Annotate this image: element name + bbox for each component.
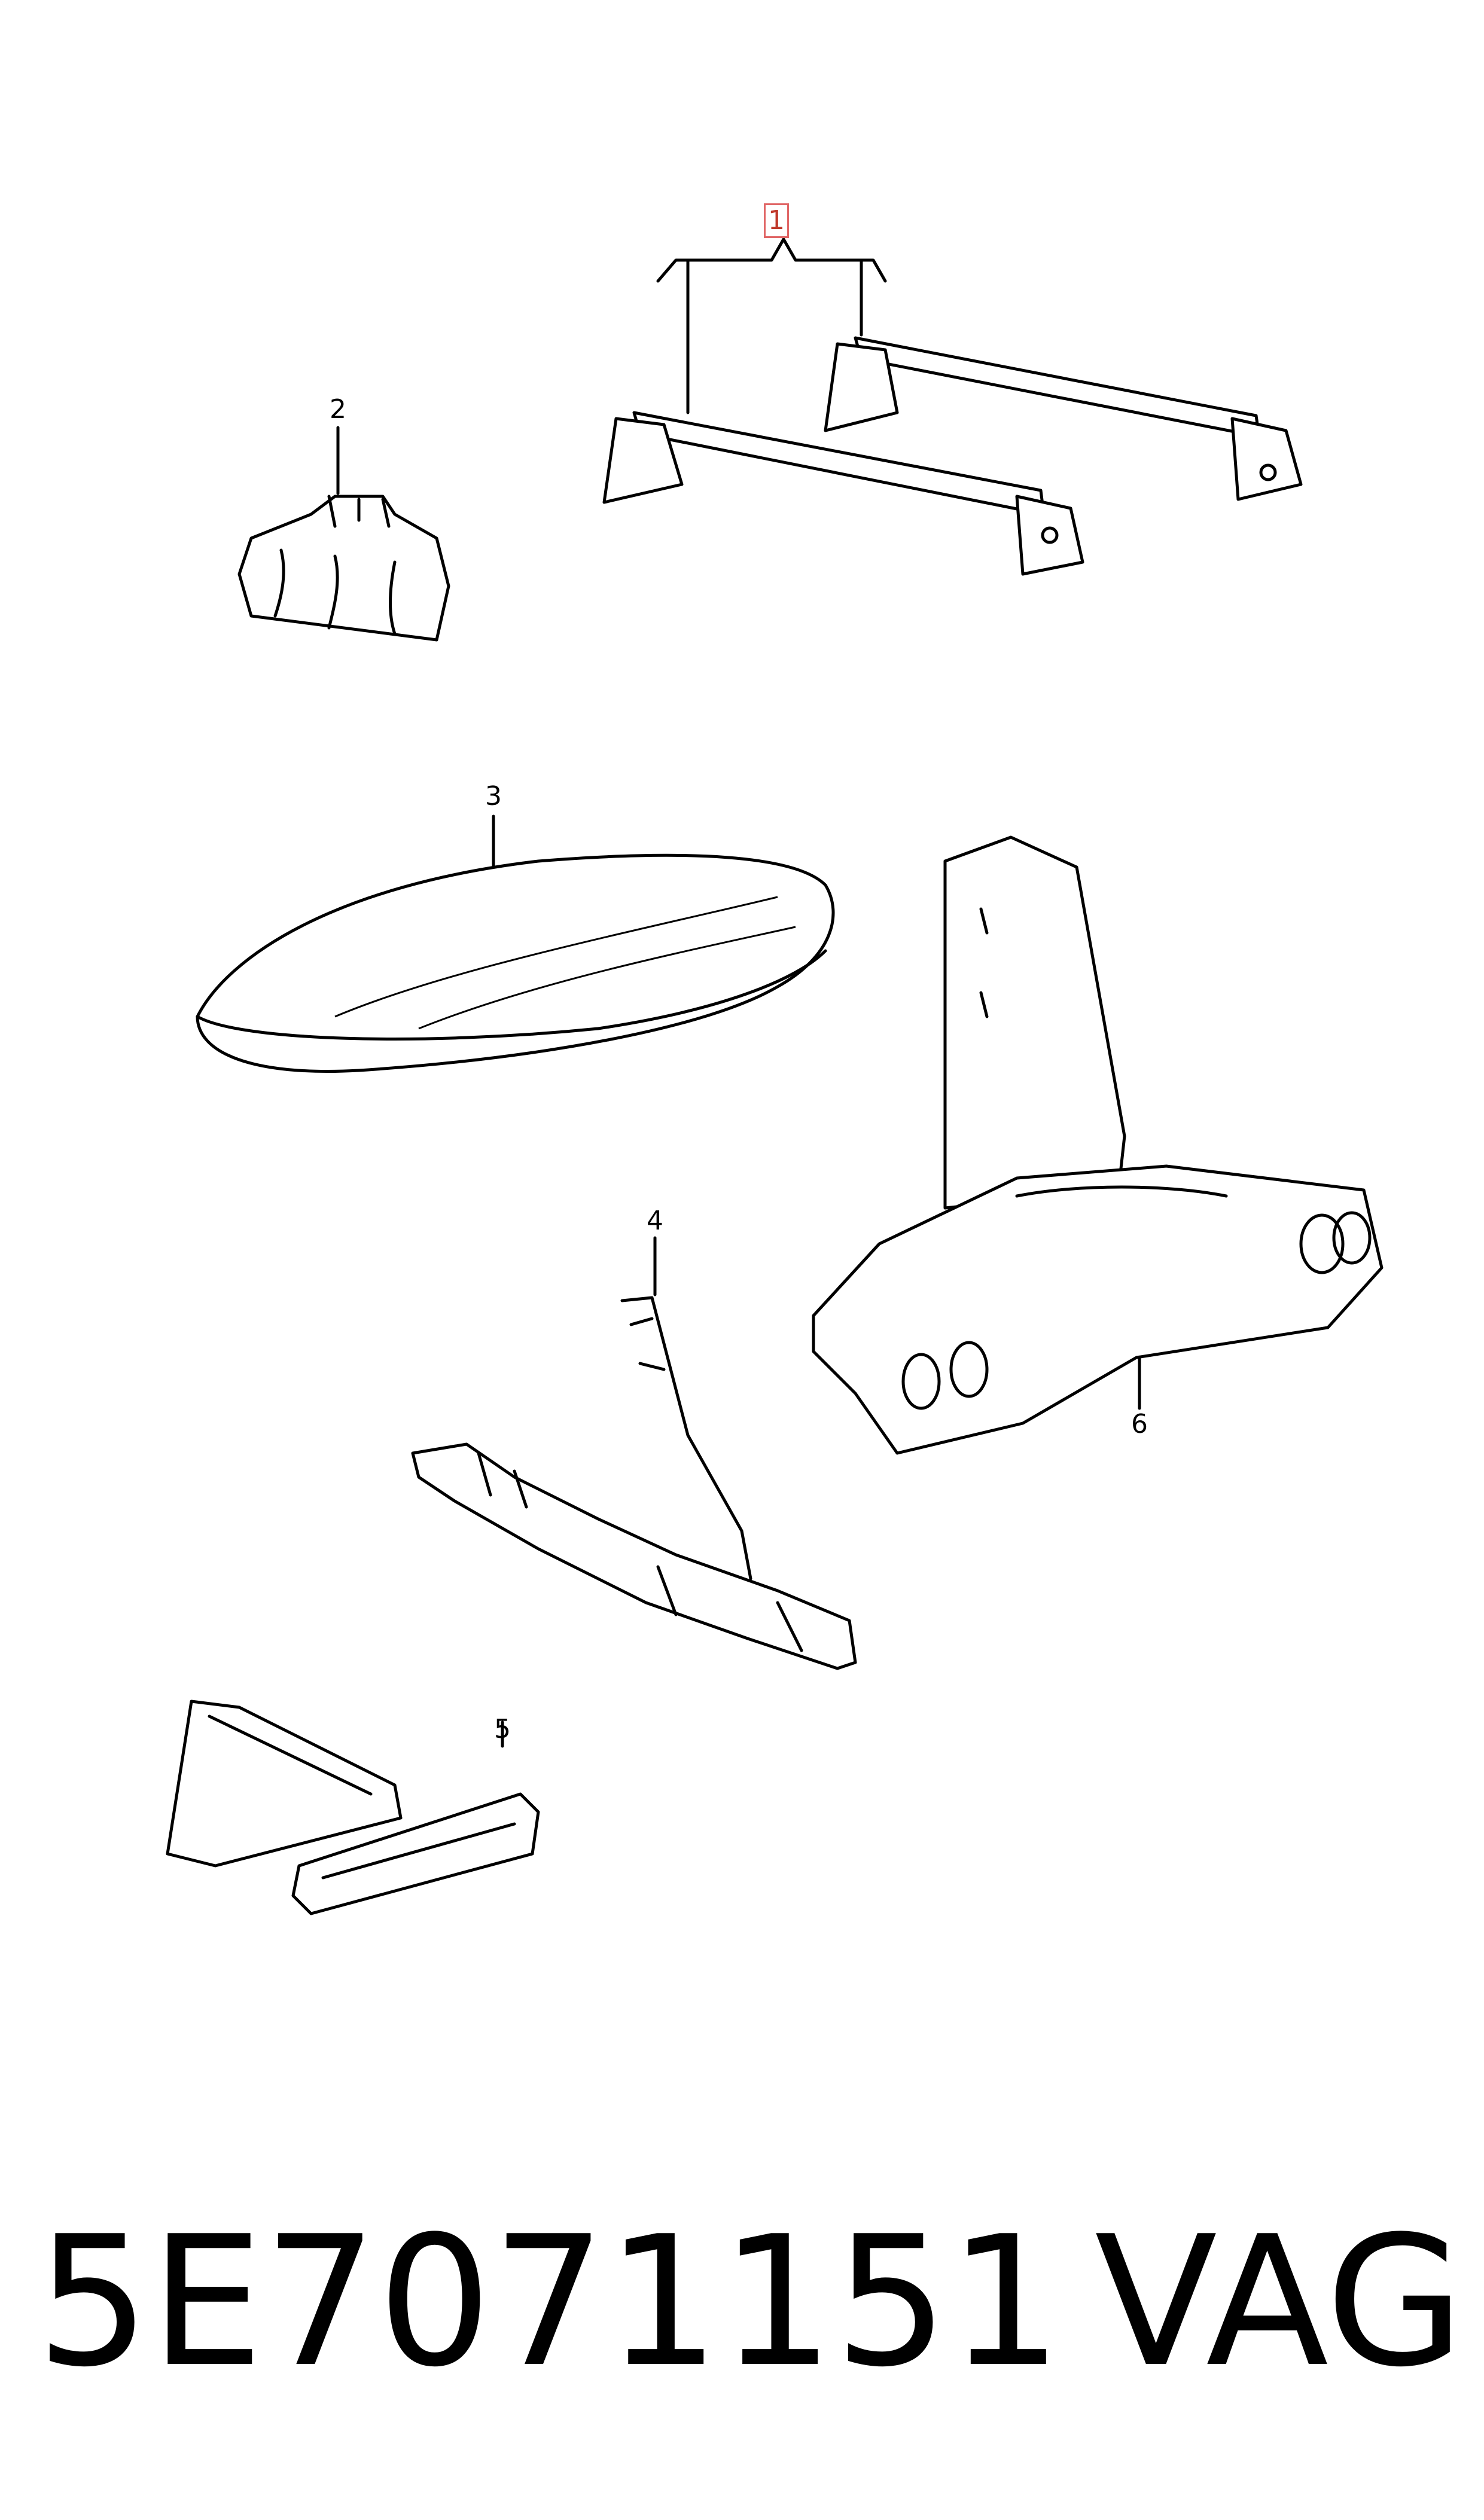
foot-pad-drawing (237, 426, 450, 642)
brand-label: VAG (1095, 2198, 1465, 2406)
part-number: 5E7071151 (36, 2198, 1063, 2406)
ski-carrier-drawing (166, 1700, 540, 1915)
callout-4[interactable]: 4 (647, 1206, 663, 1236)
callout-2[interactable]: 2 (330, 394, 346, 425)
bike-carrier-drawing (411, 1236, 857, 1670)
towbar-carrier-drawing (812, 835, 1384, 1455)
callout-5[interactable]: 5 (494, 1714, 511, 1744)
roof-bars-drawing (602, 237, 1303, 576)
callout-3[interactable]: 3 (485, 781, 502, 811)
callout-6[interactable]: 6 (1131, 1409, 1148, 1439)
roof-box-drawing (196, 814, 835, 1073)
callout-1[interactable]: 1 (764, 203, 789, 238)
